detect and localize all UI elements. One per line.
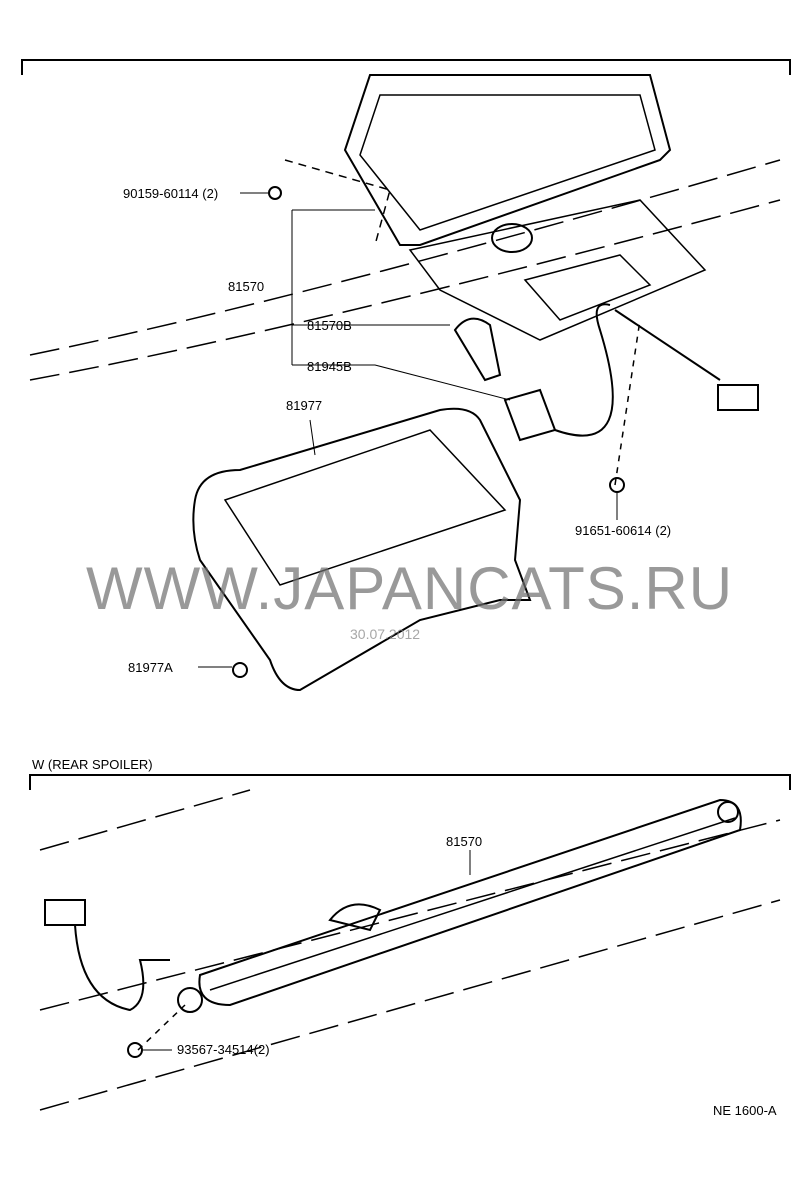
- figure-code: NE 1600-A: [713, 1103, 777, 1118]
- label-lamp-assy: 81570: [228, 279, 265, 294]
- bulb-icon: [453, 317, 502, 382]
- label-bolt: 90159-60114 (2): [123, 186, 219, 201]
- label-nut: 91651-60614 (2): [575, 523, 672, 538]
- label-cover: 81977: [286, 398, 323, 413]
- label-spoiler-nut: 93567-34514(2): [177, 1042, 270, 1057]
- frame-bottom: [29, 774, 791, 790]
- frame-top: [21, 59, 791, 75]
- label-clip: 81977A: [128, 660, 173, 675]
- spoiler-lamp: [177, 798, 742, 1013]
- high-mount-stop-lamp: [343, 74, 707, 341]
- section-title: W (REAR SPOILER): [32, 757, 153, 772]
- connector-icon: [717, 384, 759, 411]
- spoiler-nut-icon: [127, 1042, 143, 1058]
- body-outline-lines: [29, 159, 781, 1111]
- bolt-icon: [268, 186, 282, 200]
- watermark: WWW.JAPANCATS.RU: [86, 555, 734, 622]
- clip-icon: [232, 662, 248, 678]
- watermark-date: 30.07.2012: [350, 626, 421, 642]
- label-spoiler-lamp: 81570: [446, 834, 483, 849]
- socket-icon: [503, 388, 557, 442]
- nut-icon: [609, 477, 625, 493]
- lamp-cover: [192, 407, 532, 692]
- spoiler-connector-icon: [44, 899, 86, 926]
- label-socket: 81945B: [307, 359, 352, 374]
- label-bulb: 81570B: [307, 318, 352, 333]
